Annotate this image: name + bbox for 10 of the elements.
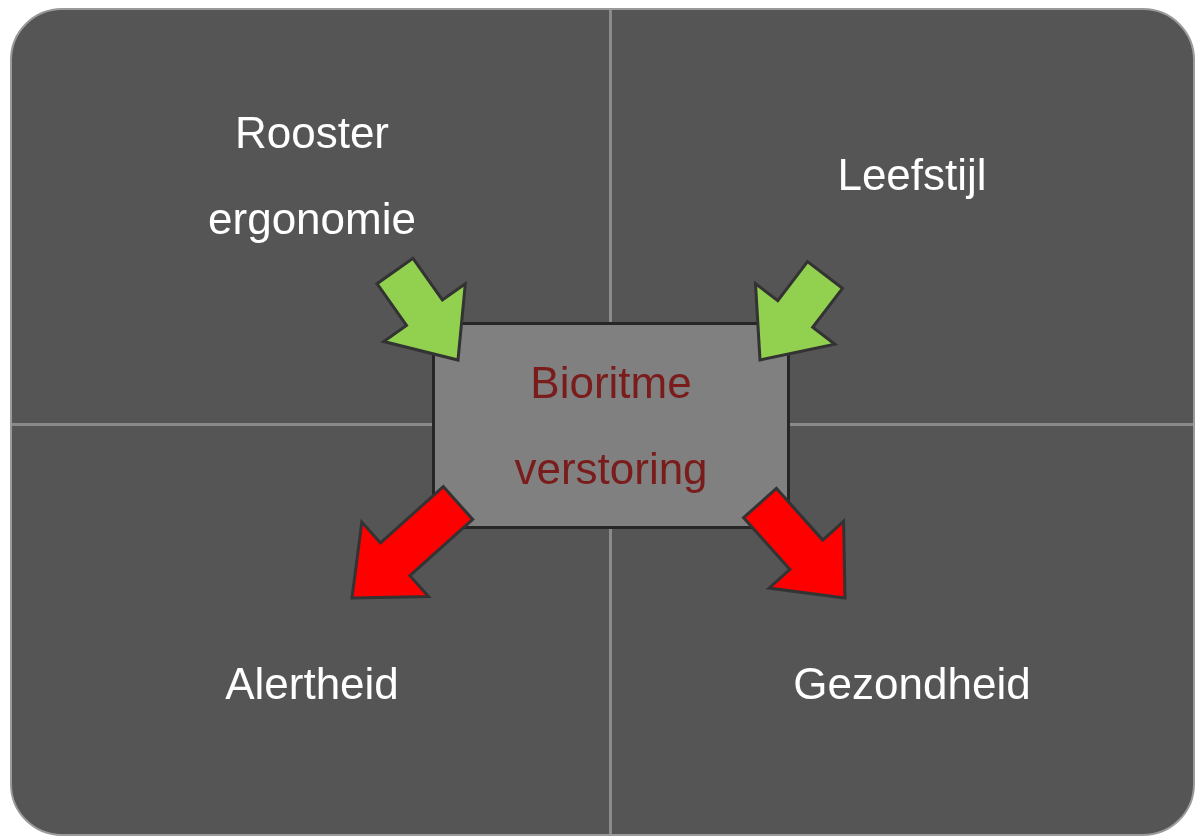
block-arrow <box>350 484 475 600</box>
panel-background <box>10 8 1195 836</box>
block-arrow <box>741 486 847 600</box>
quadrant-label: Rooster ergonomie <box>172 90 452 273</box>
block-arrow <box>753 259 845 362</box>
quadrant-label: Leefstijl <box>782 132 1042 277</box>
block-arrow <box>374 256 468 362</box>
quadrant-label: Gezondheid <box>762 597 1062 727</box>
quadrant-label: Alertheid <box>182 597 442 727</box>
process-box: Bioritme verstoring <box>432 322 790 529</box>
